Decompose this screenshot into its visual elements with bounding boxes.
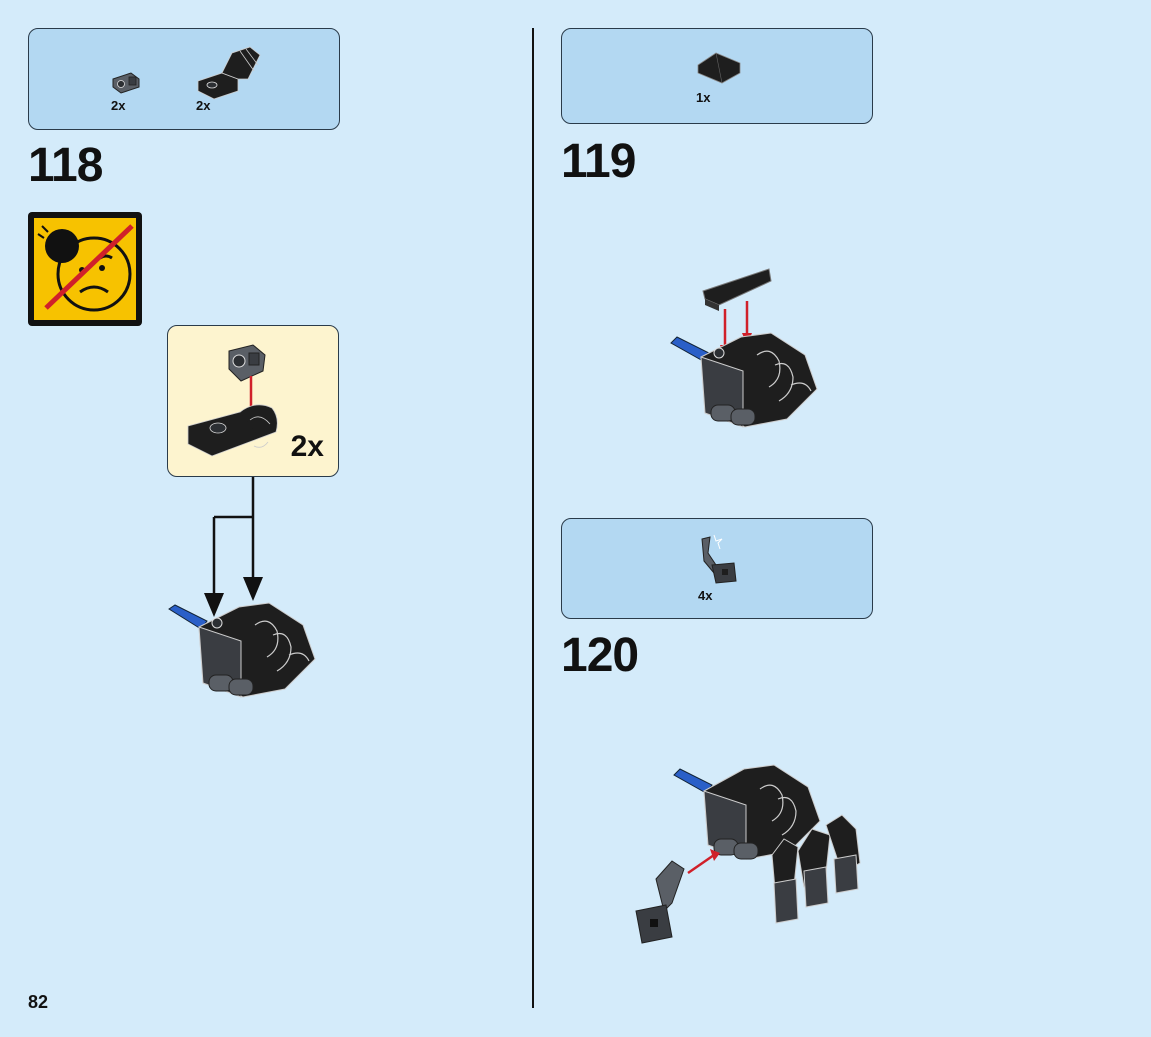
page-number: 82 (28, 992, 48, 1013)
step-number-120: 120 (561, 632, 638, 680)
hinge-brick-icon (184, 398, 284, 462)
clip-plate-icon (111, 71, 141, 97)
step-number-118: 118 (28, 142, 102, 190)
column-divider (532, 28, 534, 1008)
hinge-brick-icon (194, 45, 264, 101)
claw-icon (694, 535, 740, 585)
part-qty-119-1: 1x (696, 90, 710, 105)
part-qty-118-1: 2x (111, 98, 125, 113)
parts-box-118: 2x 2x (28, 28, 340, 130)
step-number-119: 119 (561, 138, 635, 186)
parts-box-119: 1x (561, 28, 873, 124)
part-qty-120-1: 4x (698, 588, 712, 603)
part-qty-118-2: 2x (196, 98, 210, 113)
parts-box-120: 4x (561, 518, 873, 619)
slope-brick-icon (696, 51, 742, 85)
subassembly-count: 2x (291, 430, 324, 464)
model-119 (665, 265, 845, 440)
model-118 (165, 595, 340, 705)
subassembly-callout: 2x (167, 325, 339, 477)
no-small-parts-warning-icon (28, 212, 142, 326)
model-120 (630, 755, 870, 950)
